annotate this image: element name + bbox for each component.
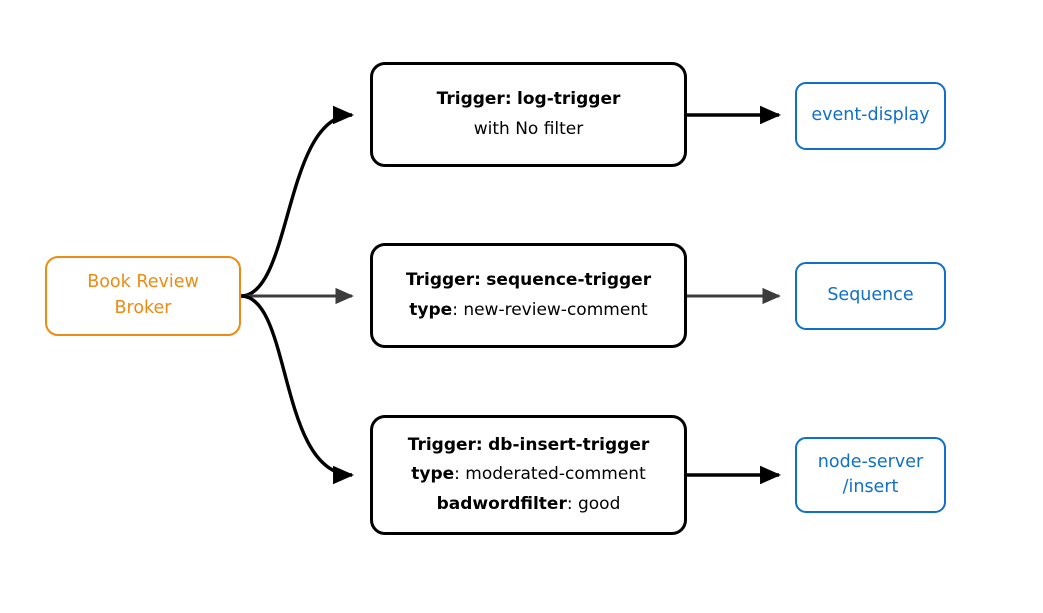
trigger-detail-line: type: moderated-comment: [411, 460, 646, 489]
trigger-title-value: log-trigger: [517, 89, 621, 110]
node-trigger-db-insert-trigger[interactable]: Trigger: db-insert-trigger type: moderat…: [370, 415, 687, 535]
trigger-title-key: Trigger:: [436, 89, 512, 110]
trigger-detail-key: type: [409, 299, 453, 320]
edge-broker-to-db-insert-trigger: [240, 294, 355, 485]
trigger-title-line: Trigger: sequence-trigger: [406, 266, 651, 295]
target-label-line1: node-server: [817, 451, 924, 472]
trigger-title-key: Trigger:: [407, 434, 483, 455]
node-target-sequence[interactable]: Sequence: [795, 262, 946, 330]
node-trigger-sequence-trigger[interactable]: Trigger: sequence-trigger type: new-revi…: [370, 243, 687, 348]
trigger-title-line: Trigger: log-trigger: [437, 85, 621, 114]
target-label-line1: Sequence: [827, 285, 914, 306]
target-label-line2: /insert: [842, 477, 899, 497]
trigger-detail-key: type: [411, 464, 455, 485]
trigger-detail-value: : new-review-comment: [452, 299, 648, 320]
trigger-detail-value: with No filter: [473, 118, 584, 139]
trigger-extra-value: : good: [566, 493, 621, 514]
trigger-title-value: db-insert-trigger: [488, 434, 650, 455]
target-label-line1: event-display: [811, 105, 930, 126]
trigger-detail-line: with No filter: [474, 115, 584, 144]
trigger-title-line: Trigger: db-insert-trigger: [408, 431, 650, 460]
node-book-review-broker[interactable]: Book Review Broker: [45, 256, 241, 336]
trigger-detail-line: type: new-review-comment: [409, 296, 647, 325]
source-label-line1: Book Review: [87, 272, 199, 293]
trigger-extra-key: badwordfilter: [436, 493, 567, 514]
edge-broker-to-log-trigger: [240, 105, 355, 298]
trigger-extra-line: badwordfilter: good: [437, 490, 621, 519]
node-trigger-log-trigger[interactable]: Trigger: log-trigger with No filter: [370, 62, 687, 167]
node-target-event-display[interactable]: event-display: [795, 82, 946, 150]
trigger-title-value: sequence-trigger: [486, 270, 652, 291]
trigger-title-key: Trigger:: [405, 270, 481, 291]
source-label-line2: Broker: [114, 298, 172, 318]
trigger-detail-value: : moderated-comment: [454, 464, 646, 485]
node-target-node-server-insert[interactable]: node-server /insert: [795, 437, 946, 513]
